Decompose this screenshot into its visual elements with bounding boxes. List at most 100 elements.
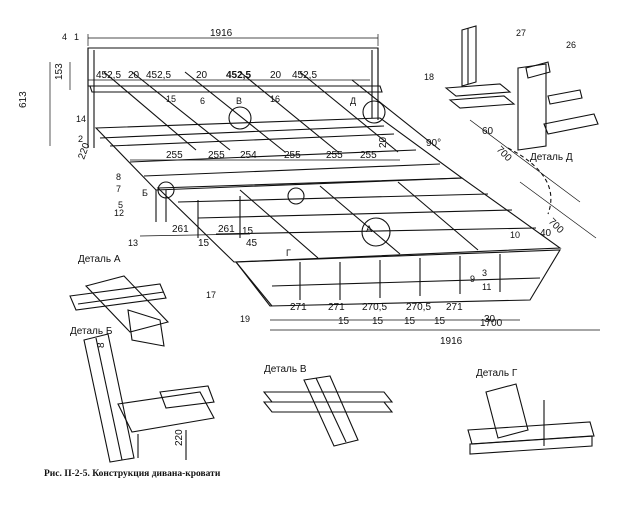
upper-rail-d bbox=[143, 163, 441, 177]
dim-back-height: 153 bbox=[54, 63, 65, 80]
seat-rail-2 bbox=[197, 209, 513, 219]
dim-lower-gap-3: 15 bbox=[404, 316, 416, 327]
dim-mid-4: 255 bbox=[284, 150, 301, 161]
dim-back-spacing-3: 452,5 bbox=[226, 70, 251, 81]
dim-lower-4: 270,5 bbox=[406, 302, 431, 313]
callout-6: 6 bbox=[200, 96, 205, 106]
mark-g: Г bbox=[286, 248, 291, 258]
g-post bbox=[485, 383, 529, 439]
dim-total-width-top: 1916 bbox=[210, 28, 233, 39]
dim-lower-gap-4: 15 bbox=[434, 316, 446, 327]
dim-261-a: 261 bbox=[172, 224, 189, 235]
mark-d: Д bbox=[350, 96, 356, 106]
back-slat-4 bbox=[239, 71, 339, 153]
dim-mid-1: 255 bbox=[166, 150, 183, 161]
d-cap bbox=[525, 61, 551, 79]
callout-3: 3 bbox=[482, 268, 487, 278]
detail-a-marker bbox=[361, 217, 391, 247]
upper-rail-b bbox=[109, 133, 395, 147]
mark-a: А bbox=[366, 224, 372, 234]
seat-cross-1 bbox=[239, 189, 319, 259]
d-rail bbox=[444, 83, 512, 97]
callout-2: 2 bbox=[78, 134, 83, 144]
callout-8: 8 bbox=[116, 172, 121, 182]
dim-det-b-220: 220 bbox=[174, 429, 185, 446]
detail-g-marker bbox=[287, 187, 305, 205]
g-rail-lower bbox=[469, 435, 593, 455]
main-frame bbox=[87, 47, 562, 307]
callout-15: 15 bbox=[166, 94, 176, 104]
detail-d-title: Деталь Д bbox=[530, 152, 573, 163]
dim-lower-length: 1700 bbox=[480, 318, 503, 329]
detail-a-drawing bbox=[69, 275, 170, 347]
upper-rail-a bbox=[99, 125, 385, 139]
b-post bbox=[83, 333, 135, 463]
callout-10: 10 bbox=[510, 230, 520, 240]
dim-mid-5: 255 bbox=[326, 150, 343, 161]
d-bracket bbox=[543, 113, 599, 135]
callout-7: 7 bbox=[116, 184, 121, 194]
back-slat-1 bbox=[103, 71, 197, 151]
seat-rail-3 bbox=[215, 227, 537, 235]
dim-20: 20 bbox=[378, 136, 389, 148]
detail-v-drawing bbox=[262, 375, 394, 447]
dim-back-spacing-4: 452,5 bbox=[292, 70, 317, 81]
callout-13: 13 bbox=[128, 238, 138, 248]
base-frame bbox=[234, 249, 561, 307]
seat-rail-1 bbox=[177, 193, 489, 203]
back-slat-3 bbox=[184, 71, 286, 153]
dim-261-b: 261 bbox=[218, 224, 235, 235]
dim-15-a: 15 bbox=[198, 238, 210, 249]
detail-d-marker bbox=[362, 100, 386, 124]
callout-12: 12 bbox=[114, 208, 124, 218]
callout-16: 16 bbox=[270, 94, 280, 104]
dim-back-spacing-1: 452,5 bbox=[96, 70, 121, 81]
dim-back-gap-3: 20 bbox=[270, 70, 282, 81]
dim-lower-1: 271 bbox=[290, 302, 307, 313]
dim-angle: 90° bbox=[426, 138, 441, 149]
callout-9: 9 bbox=[470, 274, 475, 284]
dim-15-b: 15 bbox=[242, 226, 254, 237]
g-rail bbox=[467, 421, 595, 445]
dim-lower-gap-2: 15 bbox=[372, 316, 384, 327]
a-crossbar bbox=[84, 275, 170, 333]
detail-v-title: Деталь В bbox=[264, 364, 307, 375]
back-slat-2 bbox=[131, 71, 231, 151]
mark-b: Б bbox=[142, 188, 148, 198]
dim-mid-6: 255 bbox=[360, 150, 377, 161]
fold-arrow bbox=[507, 147, 552, 215]
seat-cross-3 bbox=[397, 181, 479, 251]
dim-lower-3: 270,5 bbox=[362, 302, 387, 313]
detail-b-marker bbox=[157, 181, 175, 199]
a-rail bbox=[69, 283, 167, 311]
dim-side-depth: 700 bbox=[494, 144, 514, 164]
d-post bbox=[461, 25, 477, 87]
back-slat-6 bbox=[351, 79, 441, 151]
dim-lower-5: 271 bbox=[446, 302, 463, 313]
detail-b-title: Деталь Б bbox=[70, 326, 113, 337]
detail-a-title: Деталь А bbox=[78, 254, 121, 265]
dim-total-width-bottom: 1916 bbox=[440, 336, 463, 347]
seat-cross-2 bbox=[319, 185, 401, 255]
callout-17: 17 bbox=[206, 290, 216, 300]
back-slat-5 bbox=[299, 71, 399, 153]
callout-18: 18 bbox=[424, 72, 434, 82]
dim-mid-3: 254 bbox=[240, 150, 257, 161]
detail-g-drawing bbox=[467, 383, 595, 455]
callout-14: 14 bbox=[76, 114, 86, 124]
a-bracket bbox=[127, 309, 165, 347]
seat-frame bbox=[156, 177, 562, 263]
mark-v: В bbox=[236, 96, 242, 106]
dim-30: 30 bbox=[484, 314, 496, 325]
labels: 1916 613 153 452,5 452,5 452,5 452,5 20 … bbox=[18, 28, 576, 479]
dim-depth-line bbox=[469, 119, 581, 203]
detail-b-drawing bbox=[83, 333, 215, 463]
callout-19: 19 bbox=[240, 314, 250, 324]
dimension-lines bbox=[49, 34, 600, 331]
upper-seat-frame bbox=[94, 117, 464, 191]
dim-8: 8 bbox=[96, 342, 107, 348]
dim-back-spacing-2: 452,5 bbox=[146, 70, 171, 81]
dim-40: 40 bbox=[540, 228, 552, 239]
base-rail bbox=[271, 277, 541, 287]
